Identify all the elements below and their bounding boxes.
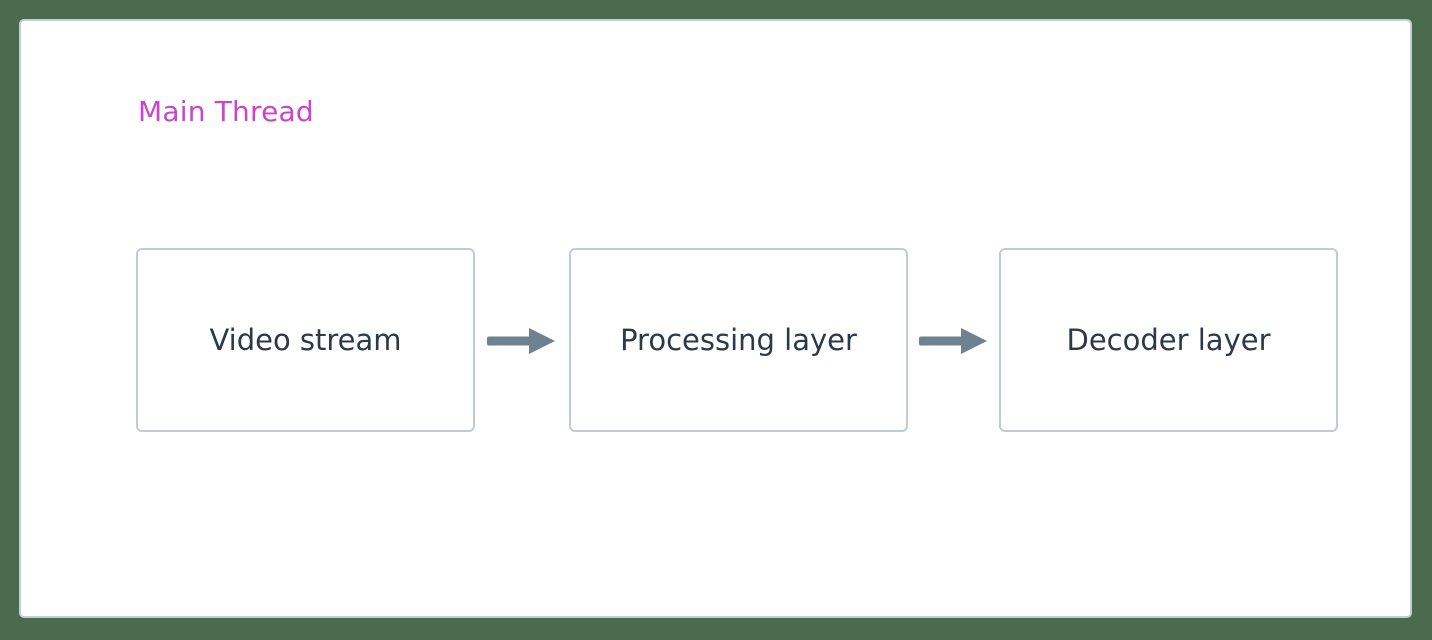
node-decoder-layer[interactable]: Decoder layer: [999, 248, 1338, 432]
arrow-processing-layer-to-decoder-layer: [919, 328, 987, 354]
arrow-shaft: [919, 336, 963, 346]
arrow-head-icon: [529, 328, 555, 354]
node-processing-layer[interactable]: Processing layer: [569, 248, 908, 432]
thread-title: Main Thread: [138, 95, 314, 128]
node-label: Processing layer: [620, 323, 857, 357]
node-video-stream[interactable]: Video stream: [136, 248, 475, 432]
arrow-shaft: [487, 336, 531, 346]
main-thread-card: Main Thread Video stream Processing laye…: [19, 19, 1412, 618]
node-label: Video stream: [209, 323, 402, 357]
node-label: Decoder layer: [1066, 323, 1271, 357]
arrow-video-stream-to-processing-layer: [487, 328, 555, 354]
arrow-head-icon: [961, 328, 987, 354]
